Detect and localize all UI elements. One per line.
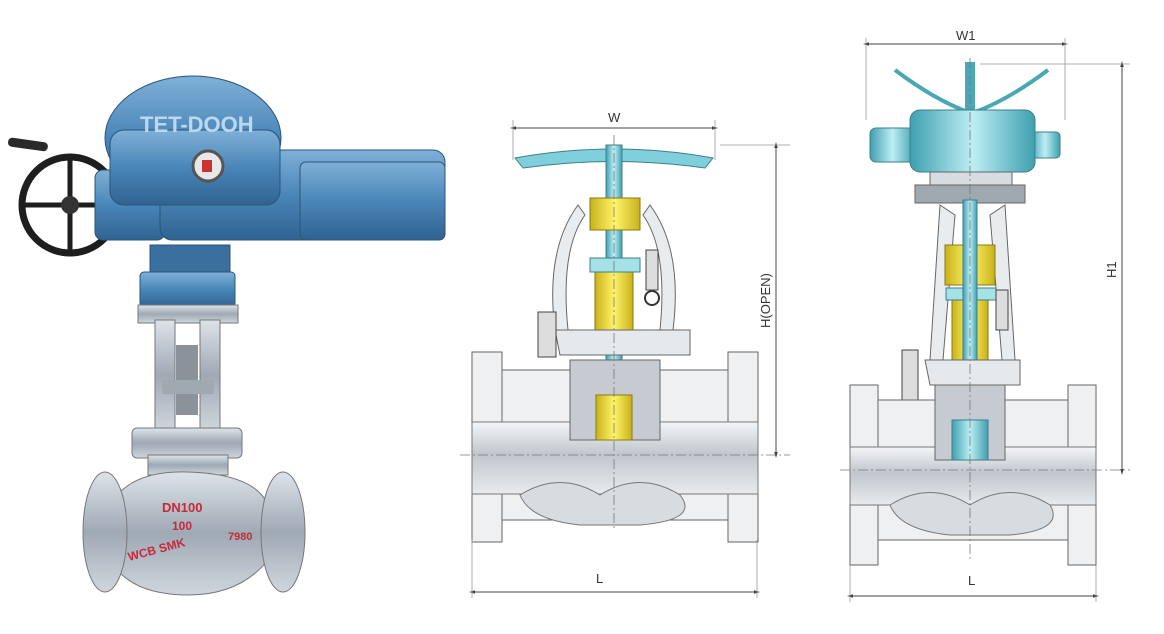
valve-photo: TET-DOOH DN100 100 WCB SMK 7980 [8, 75, 446, 596]
length-label: L [596, 571, 603, 586]
height-label: H(OPEN) [758, 273, 773, 328]
yoke-nut [589, 197, 641, 231]
valve-body: DN100 100 WCB SMK 7980 [82, 427, 306, 596]
electric-valve-drawing: W1 H1 [840, 28, 1130, 602]
length2-label: L [968, 573, 975, 588]
height1-label: H1 [1104, 261, 1119, 278]
width1-label: W1 [956, 28, 976, 43]
width-label: W [608, 110, 621, 125]
actuator-housing: TET-DOOH [94, 75, 446, 308]
brand-text: TET-DOOH [140, 112, 254, 137]
size-marking: DN100 [162, 500, 202, 515]
body-marking-2: 7980 [228, 531, 252, 543]
actuator-section [909, 109, 1036, 173]
valve-yoke [137, 304, 239, 431]
manual-valve-drawing: W H(OPEN) L [460, 110, 790, 598]
size-marking-2: 100 [172, 519, 192, 533]
